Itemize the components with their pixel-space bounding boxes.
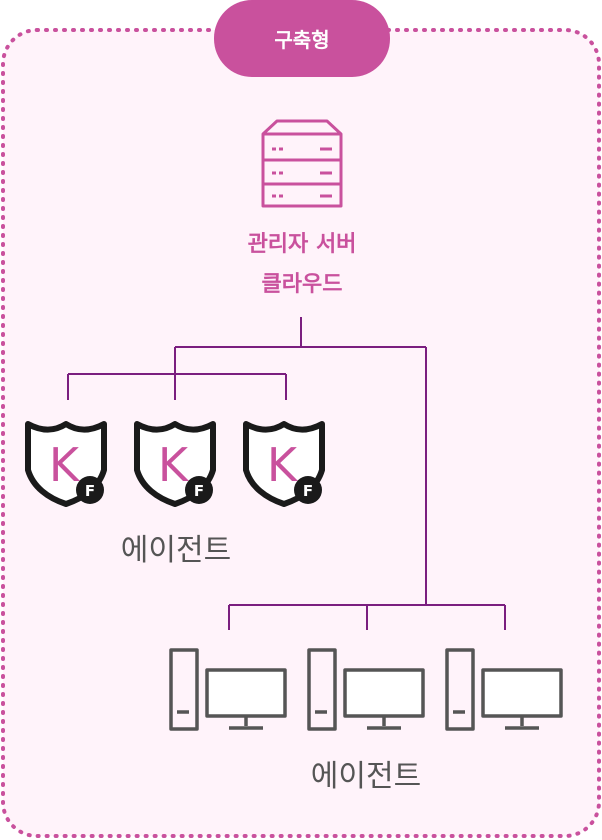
k-letter: K [49, 438, 81, 492]
k-shield-icon: K F [134, 421, 216, 507]
desktop-computer-icon [169, 648, 287, 731]
desktop-computer-icon [445, 648, 563, 731]
connector-lines [67, 317, 506, 630]
k-shield-icon: K F [243, 421, 325, 507]
k-letter: K [158, 438, 190, 492]
agents-bottom-label: 에이전트 [311, 759, 421, 794]
f-letter: F [85, 482, 95, 500]
server-label-line2: 클라우드 [262, 272, 343, 297]
k-letter: K [267, 438, 299, 492]
agents-top-label: 에이전트 [121, 533, 231, 568]
desktop-computer-icon [307, 648, 425, 731]
server-label-line1: 관리자 서버 [248, 232, 357, 257]
deployment-type-badge: 구축형 [214, 0, 390, 77]
f-letter: F [194, 482, 204, 500]
k-shield-icon: K F [25, 421, 107, 507]
badge-label: 구축형 [274, 28, 329, 52]
server-icon [261, 119, 343, 208]
f-letter: F [303, 482, 313, 500]
